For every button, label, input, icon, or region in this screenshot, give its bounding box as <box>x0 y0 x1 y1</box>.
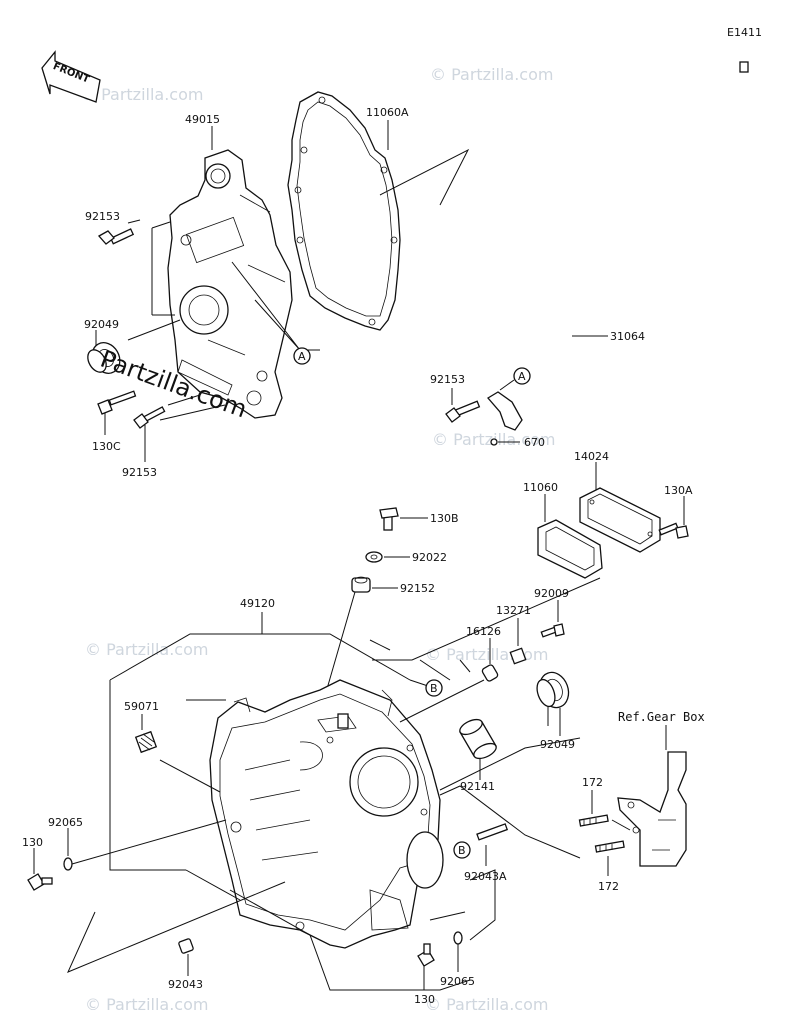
part-number[interactable]: 130B <box>430 512 459 525</box>
bolt-130A <box>658 522 689 539</box>
watermark: © Partzilla.com <box>430 65 553 84</box>
part-number[interactable]: 92153 <box>430 373 465 386</box>
bolt-130-left <box>27 873 53 891</box>
oil-seal-92049-bottom <box>536 671 570 709</box>
washer-92022-hole <box>370 554 378 560</box>
stud-172-bottom <box>594 840 625 853</box>
ref-gear-box: Ref.Gear Box <box>618 710 705 724</box>
part-number[interactable]: 92043A <box>464 870 507 883</box>
watermarks: © Partzilla.com © Partzilla.com © Partzi… <box>80 65 555 1014</box>
part-number[interactable]: 31064 <box>610 330 645 343</box>
part-number[interactable]: 130 <box>22 836 43 849</box>
cover-plate-14024 <box>579 487 661 553</box>
part-number[interactable]: 92022 <box>412 551 447 564</box>
bushing-92141 <box>459 718 497 760</box>
diagram-code: E1411 <box>727 26 762 39</box>
washer-92065-bottom <box>453 931 463 945</box>
part-number[interactable]: 172 <box>582 776 603 789</box>
washer-92065-left <box>63 857 73 871</box>
dipstick-tube-31064 <box>487 61 749 446</box>
screw-92009 <box>540 623 565 638</box>
gasket-11060 <box>537 519 603 579</box>
watermark: © Partzilla.com <box>425 995 548 1014</box>
leader-cover-plate <box>372 577 601 661</box>
callout-a-circle <box>293 347 311 365</box>
leader-16126-case <box>399 679 485 723</box>
part-number[interactable]: 92153 <box>122 466 157 479</box>
leader-92065-to-case <box>71 819 227 865</box>
bolt-92153-mid <box>445 400 481 423</box>
oil-seal-92049-top <box>87 342 121 374</box>
bolt-130B <box>379 507 399 531</box>
bolt-92153-top <box>97 228 135 245</box>
plug-59071 <box>134 730 158 754</box>
callout-a-circle <box>513 367 531 385</box>
sleeve-92152 <box>351 576 371 593</box>
bolt-130C <box>97 390 137 415</box>
part-number[interactable]: 130C <box>92 440 121 453</box>
part-number[interactable]: 16126 <box>466 625 501 638</box>
watermark: © Partzilla.com <box>85 640 208 659</box>
bolt-130-bottom <box>417 943 435 967</box>
part-number[interactable]: 14024 <box>574 450 609 463</box>
nut-13271 <box>509 647 527 665</box>
pin-92043 <box>178 938 194 954</box>
part-number[interactable]: 59071 <box>124 700 159 713</box>
watermark: © Partzilla.com <box>425 645 548 664</box>
pin-92043A <box>476 823 509 841</box>
part-number[interactable]: 92141 <box>460 780 495 793</box>
part-number[interactable]: 92043 <box>168 978 203 991</box>
bolt-92153-bottom <box>133 406 166 429</box>
dowel-16126 <box>481 664 499 682</box>
part-number[interactable]: 92152 <box>400 582 435 595</box>
part-number[interactable]: 670 <box>524 436 545 449</box>
front-arrow-icon: FRONT <box>41 50 101 103</box>
part-number[interactable]: 130A <box>664 484 693 497</box>
leader-172-top-b <box>611 819 631 831</box>
callout-b-circle <box>453 841 471 859</box>
part-number[interactable]: 130 <box>414 993 435 1006</box>
part-number[interactable]: 92065 <box>48 816 83 829</box>
gasket-11060A <box>287 91 401 331</box>
leader-59071b <box>159 759 221 793</box>
part-number[interactable]: 92009 <box>534 587 569 600</box>
callout-a: A <box>518 370 526 383</box>
part-labels: 49015 11060A 92153 92049 130C 92153 3106… <box>22 106 693 1006</box>
part-number[interactable]: 92065 <box>440 975 475 988</box>
part-number[interactable]: 49120 <box>240 597 275 610</box>
part-number[interactable]: 13271 <box>496 604 531 617</box>
part-number[interactable]: 11060 <box>523 481 558 494</box>
watermark: © Partzilla.com <box>80 85 203 104</box>
crankcase-49120 <box>209 679 444 949</box>
part-number[interactable]: 92153 <box>85 210 120 223</box>
watermark: © Partzilla.com <box>85 995 208 1014</box>
part-number[interactable]: 92049 <box>84 318 119 331</box>
gear-case-cover-49015 <box>167 149 293 419</box>
diagram-chevron <box>67 881 286 973</box>
washer-92022 <box>365 551 383 563</box>
leader-callout-a <box>499 379 515 391</box>
part-number[interactable]: 49015 <box>185 113 220 126</box>
callout-b-circle <box>425 679 443 697</box>
gear-box-bracket <box>617 751 687 867</box>
part-number[interactable]: 11060A <box>366 106 409 119</box>
part-number[interactable]: 172 <box>598 880 619 893</box>
part-number[interactable]: 92049 <box>540 738 575 751</box>
callout-b: B <box>430 682 438 695</box>
callout-a: A <box>298 350 306 363</box>
callout-b: B <box>458 844 466 857</box>
stud-172-top <box>578 814 609 827</box>
